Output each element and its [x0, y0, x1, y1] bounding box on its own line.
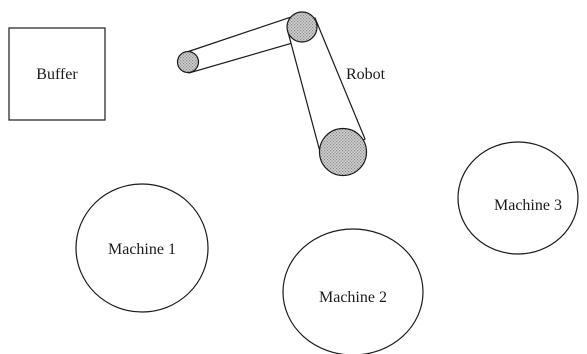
- machine-2-label: Machine 2: [319, 289, 387, 306]
- robot-gripper-joint: [176, 50, 200, 74]
- robot: Robot: [176, 11, 386, 177]
- robot-upper-arm: [186, 13, 304, 74]
- machine-3-ellipse: [457, 141, 579, 255]
- buffer: Buffer: [8, 27, 106, 121]
- buffer-label: Buffer: [36, 66, 78, 83]
- buffer-box: [8, 27, 106, 121]
- robot-base-joint: [318, 127, 368, 177]
- machine-2-ellipse: [282, 228, 424, 354]
- robot-shoulder-joint: [286, 11, 318, 43]
- machine-3: Machine 3: [457, 141, 579, 255]
- machine-1-label: Machine 1: [108, 241, 176, 258]
- machine-1: Machine 1: [75, 183, 209, 313]
- machine-1-ellipse: [75, 183, 209, 313]
- machine-2: Machine 2: [282, 228, 424, 354]
- machine-3-label: Machine 3: [494, 197, 562, 214]
- robot-label: Robot: [346, 66, 386, 83]
